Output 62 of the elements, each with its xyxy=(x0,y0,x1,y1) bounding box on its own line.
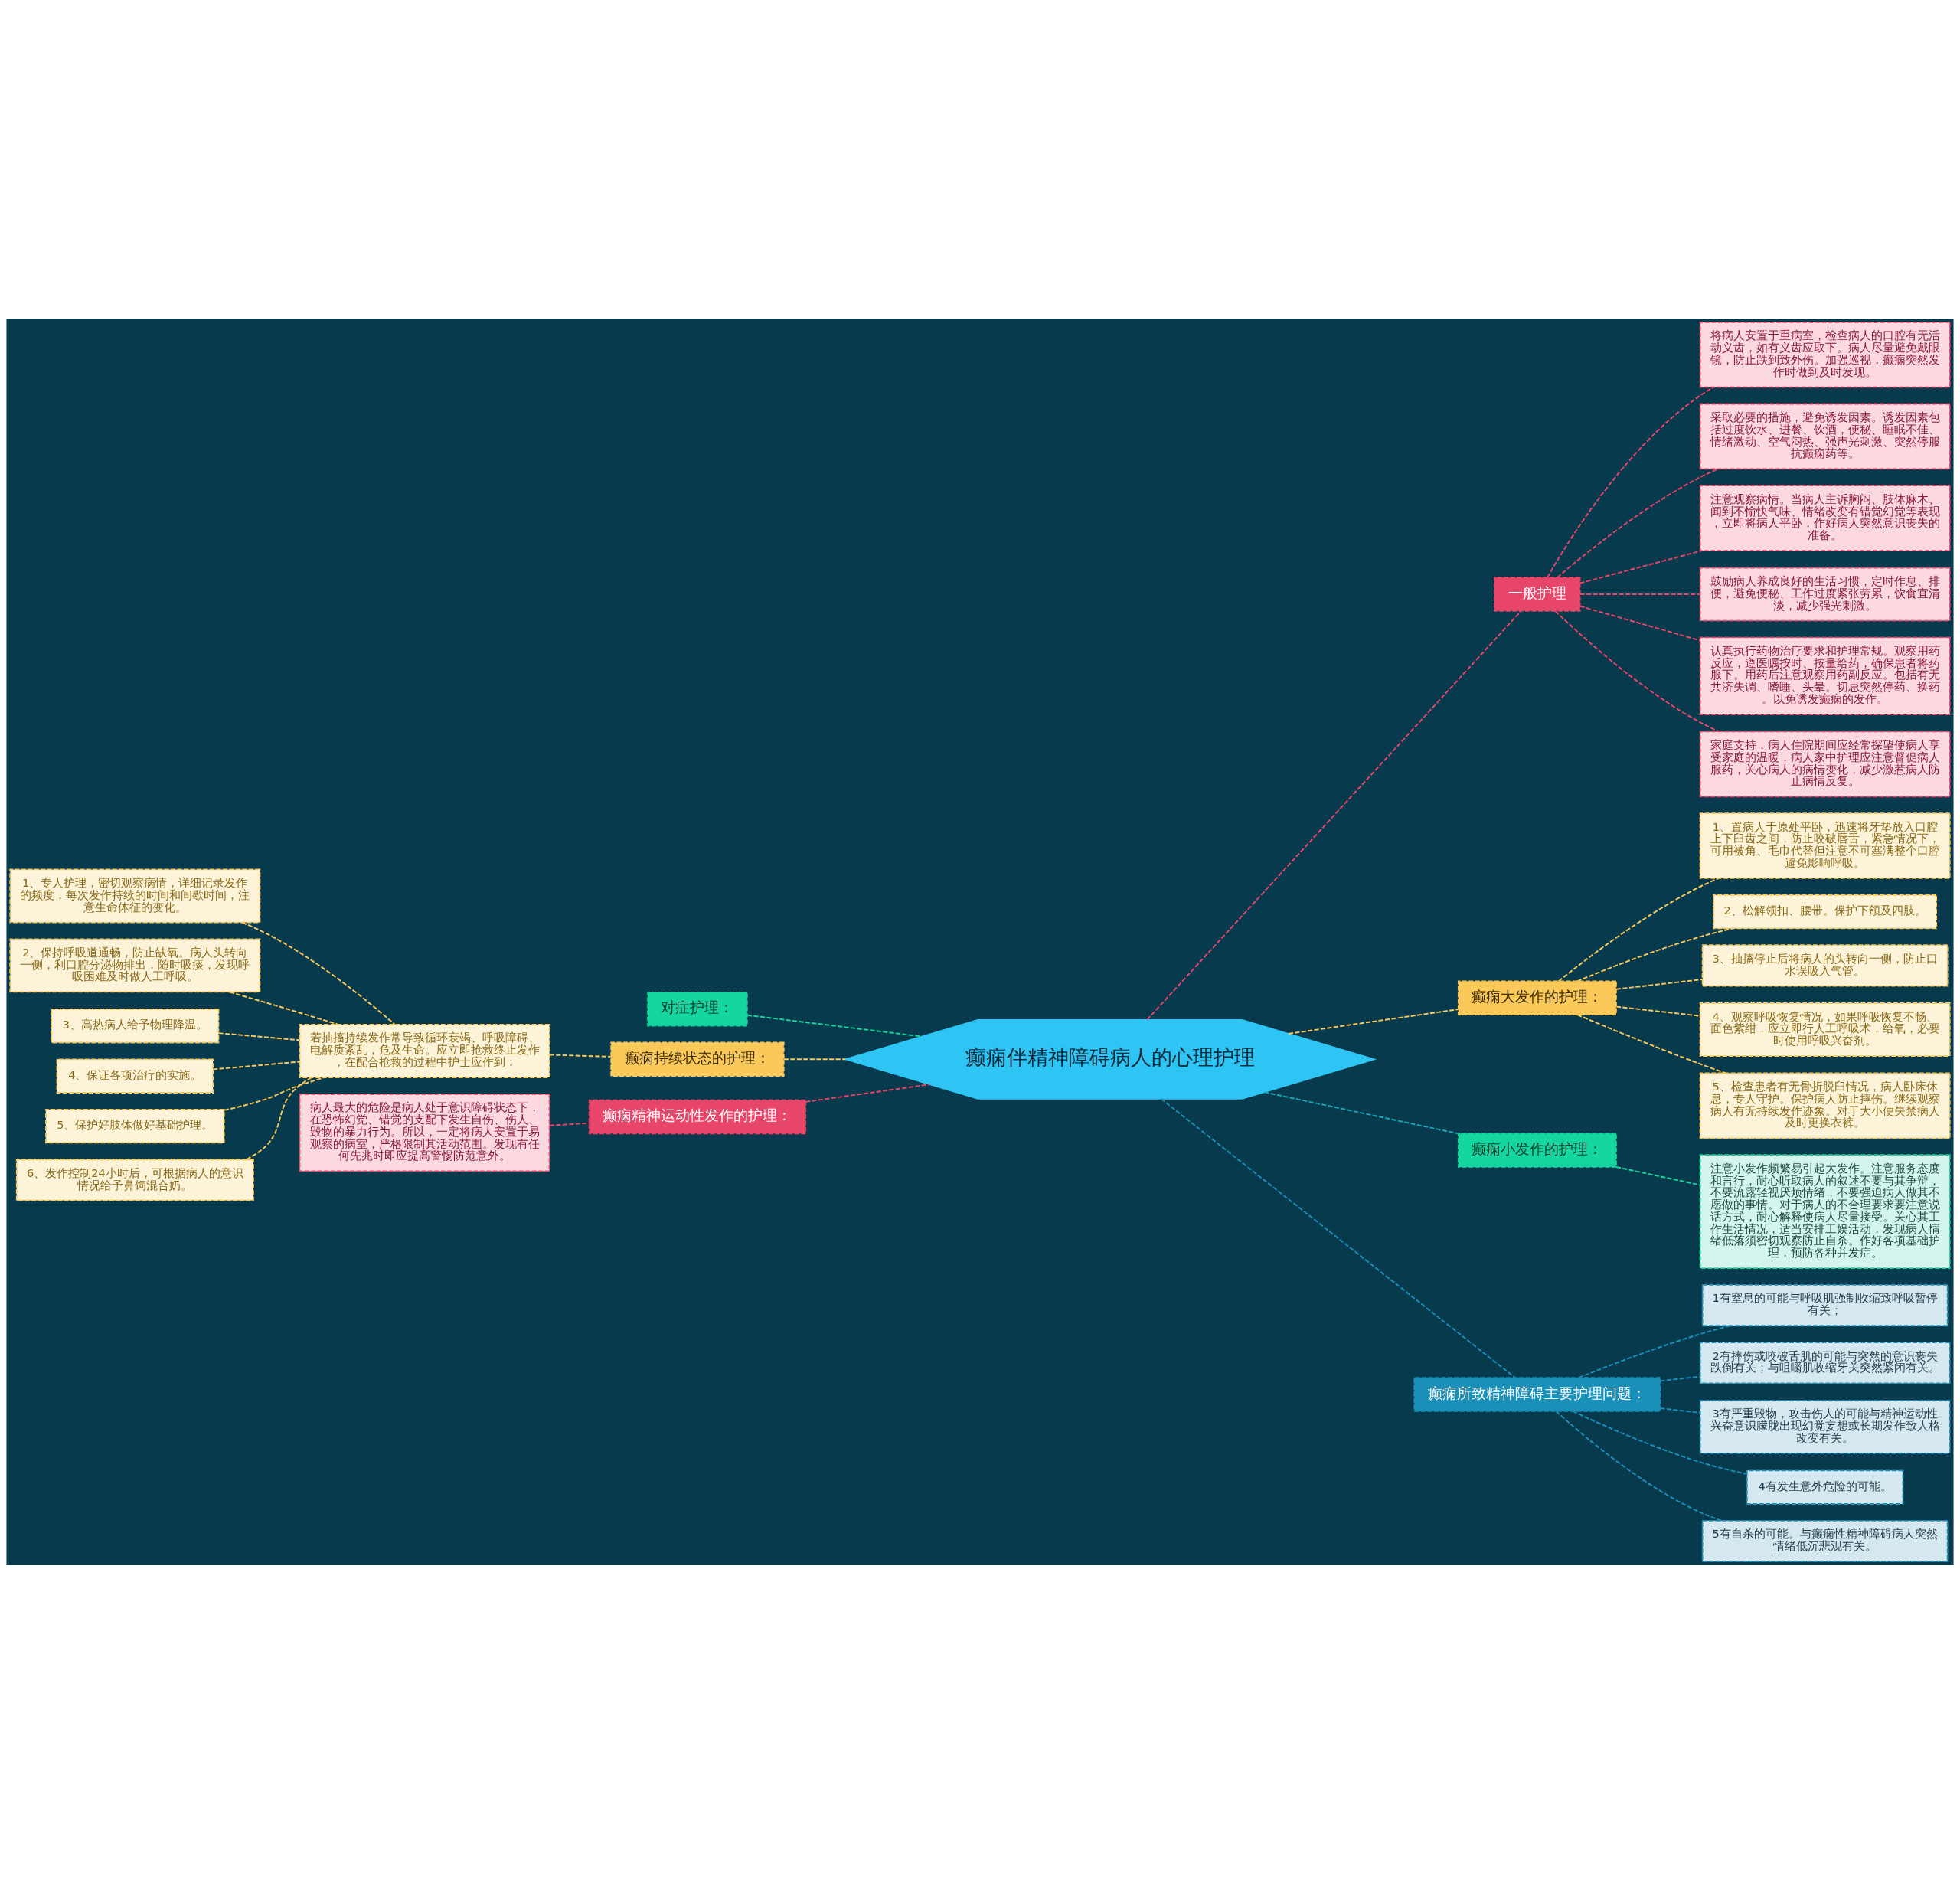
node-box: 4、保证各项治疗的实施。 xyxy=(56,1058,214,1094)
node-box: 注意观察病情。当病人主诉胸闷、肢体麻木、闻到不愉快气味、情绪改变有错觉幻觉等表现，立即将病人平卧，作好病人突然意识丧失的准备。 xyxy=(1699,484,1951,551)
node-box: 2、松解领扣、腰带。保护下颌及四肢。 xyxy=(1713,894,1938,929)
connector xyxy=(1572,1410,1748,1475)
connector xyxy=(1576,927,1733,982)
node-box: 4有发生意外危险的可能。 xyxy=(1746,1469,1904,1505)
connector xyxy=(1160,1097,1516,1378)
connector xyxy=(1579,549,1703,584)
connector xyxy=(1577,1324,1731,1378)
node-box: 癫痫小发作的护理： xyxy=(1457,1132,1617,1168)
node-box: 癫痫持续状态的护理： xyxy=(610,1041,785,1077)
node-box: 若抽搐持续发作常导致循环衰竭、呼吸障碍、电解质紊乱，危及生命。应立即抢救终止发作，在配合抢救的过程中护士应作到： xyxy=(299,1023,550,1078)
connector xyxy=(1554,610,1720,732)
connector xyxy=(1615,1165,1701,1185)
connector xyxy=(241,921,396,1025)
node-box: 癫痫精神运动性发作的护理： xyxy=(588,1099,807,1134)
connector xyxy=(246,1076,312,1160)
node-box: 3、抽搐停止后将病人的头转向一侧，防止口水误吸入气管。 xyxy=(1701,943,1949,986)
node-box: 5有自杀的可能。与癫痫性精神障碍病人突然情绪低沉悲观有关。 xyxy=(1701,1519,1949,1562)
node-box: 注意小发作频繁易引起大发作。注意服务态度和言行，耐心听取病人的叙述不要与其争辩，不要流露轻视厌烦情绪，不要强迫病人做其不愿做的事情。对于病人的不合理要求要注意说话方式，耐心解释使病人尽量接受。关心其工作生活情况，适当安排工娱活动，发现病人情绪低落须密切观察防止自杀。作好各项基础护理，预防各种并发症。 xyxy=(1699,1153,1951,1269)
connector xyxy=(1547,386,1715,578)
node-box: 癫痫所致精神障碍主要护理问题： xyxy=(1413,1376,1661,1412)
node-box: 5、保护好肢体做好基础护理。 xyxy=(45,1108,225,1143)
node-box: 1有窒息的可能与呼吸肌强制收缩致呼吸暂停有关； xyxy=(1701,1283,1949,1326)
node-box: 将病人安置于重病室，检查病人的口腔有无活动义齿，如有义齿应取下。病人尽量避免戴眼镜，防止跌到致外伤。加强巡视，癫痫突然发作时做到及时发现。 xyxy=(1699,321,1951,388)
node-box: 采取必要的措施，避免诱发因素。诱发因素包括过度饮水、进餐、饮酒，便秘、睡眠不佳、情绪激动、空气闷热、强声光刺激、突然停服抗癫痫药等。 xyxy=(1699,403,1951,469)
connector xyxy=(1288,1008,1459,1035)
connector xyxy=(212,1061,301,1070)
node-box: 家庭支持，病人住院期间应经常探望使病人享受家庭的温暖，病人家中护理应注意督促病人服药，关心病人的病情变化，减少激惹病人防止病情反复。 xyxy=(1699,731,1951,797)
connector xyxy=(1579,605,1701,641)
connector xyxy=(217,1031,301,1041)
connector xyxy=(548,1122,590,1126)
connector xyxy=(805,1083,931,1103)
connector xyxy=(1659,1375,1701,1381)
node-box: 3、高热病人给予物理降温。 xyxy=(51,1008,220,1043)
connector xyxy=(1263,1090,1459,1134)
connector xyxy=(224,1076,325,1111)
connector xyxy=(1557,468,1719,578)
node-box: 2、保持呼吸道通畅，防止缺氧。病人头转向一侧，利口腔分泌物排出，随时吸痰，发现呼吸困难及时做人工呼吸。 xyxy=(9,937,261,992)
node-box: 鼓励病人养成良好的生活习惯，定时作息、排便，避免便秘、工作过度紧张劳累，饮食宜清淡，减少强光刺激。 xyxy=(1699,567,1951,621)
connector xyxy=(1557,877,1720,982)
node-box: 4、观察呼吸恢复情况，如果呼吸恢复不畅、面色紫绀，应立即行人工呼吸术，给氧，必要时使用呼吸兴奋剂。 xyxy=(1699,1002,1951,1057)
node-box: 一般护理 xyxy=(1494,576,1581,612)
connector xyxy=(1576,1013,1727,1074)
node-box: 认真执行药物治疗要求和护理常规。观察用药反应，遵医嘱按时、按量给药，确保患者将药服下。用药后注意观察用药副反应。包括有无共济失调、嗜睡、头晕。切忌突然停药、换药。以免诱发癫痫的发作。 xyxy=(1699,636,1951,715)
node-box: 5、检查患者有无骨折脱臼情况，病人卧床休息，专人守护。保护病人防止摔伤。继续观察病人有无持续发作迹象。对于大小便失禁病人及时更换衣裤。 xyxy=(1699,1072,1951,1139)
connector xyxy=(1659,1407,1701,1414)
node-box: 癫痫大发作的护理： xyxy=(1457,980,1617,1015)
node-box: 2有摔伤或咬破舌肌的可能与突然的意识丧失跌倒有关；与咀嚼肌收缩牙关突然紧闭有关。 xyxy=(1699,1341,1951,1384)
connector xyxy=(548,1053,612,1058)
node-box: 6、发作控制24小时后，可根据病人的意识情况给予鼻饲混合奶。 xyxy=(15,1158,254,1201)
node-box: 3有严重毁物，攻击伤人的可能与精神运动性兴奋意识朦胧出现幻觉妄想或长期发作致人格改变有关。 xyxy=(1699,1399,1951,1454)
node-box: 病人最大的危险是病人处于意识障碍状态下，在恐怖幻觉、错觉的支配下发生自伤、伤人、毁物的暴力行为。所以，一定将病人安置于易观察的病室，严格限制其活动范围。发现有任何先兆时即应提高警惕防范意外。 xyxy=(299,1093,550,1172)
connector xyxy=(1146,610,1522,1021)
connector xyxy=(1579,593,1701,595)
node-box: 对症护理： xyxy=(647,991,748,1027)
connector xyxy=(1615,978,1704,990)
node-box: 1、置病人于原处平卧，迅速将牙垫放入口腔上下臼齿之间，防止咬破唇舌，紧急情况下，可用被角、毛巾代替但注意不可塞满整个口腔避免影响呼吸。 xyxy=(1699,812,1951,879)
node-box: 1、专人护理，密切观察病情，详细记录发作的频度，每次发作持续的时间和间歇时间，注意生命体征的变化。 xyxy=(9,868,261,923)
connector xyxy=(229,991,339,1025)
connector xyxy=(782,1058,847,1060)
connector xyxy=(1555,1410,1723,1522)
